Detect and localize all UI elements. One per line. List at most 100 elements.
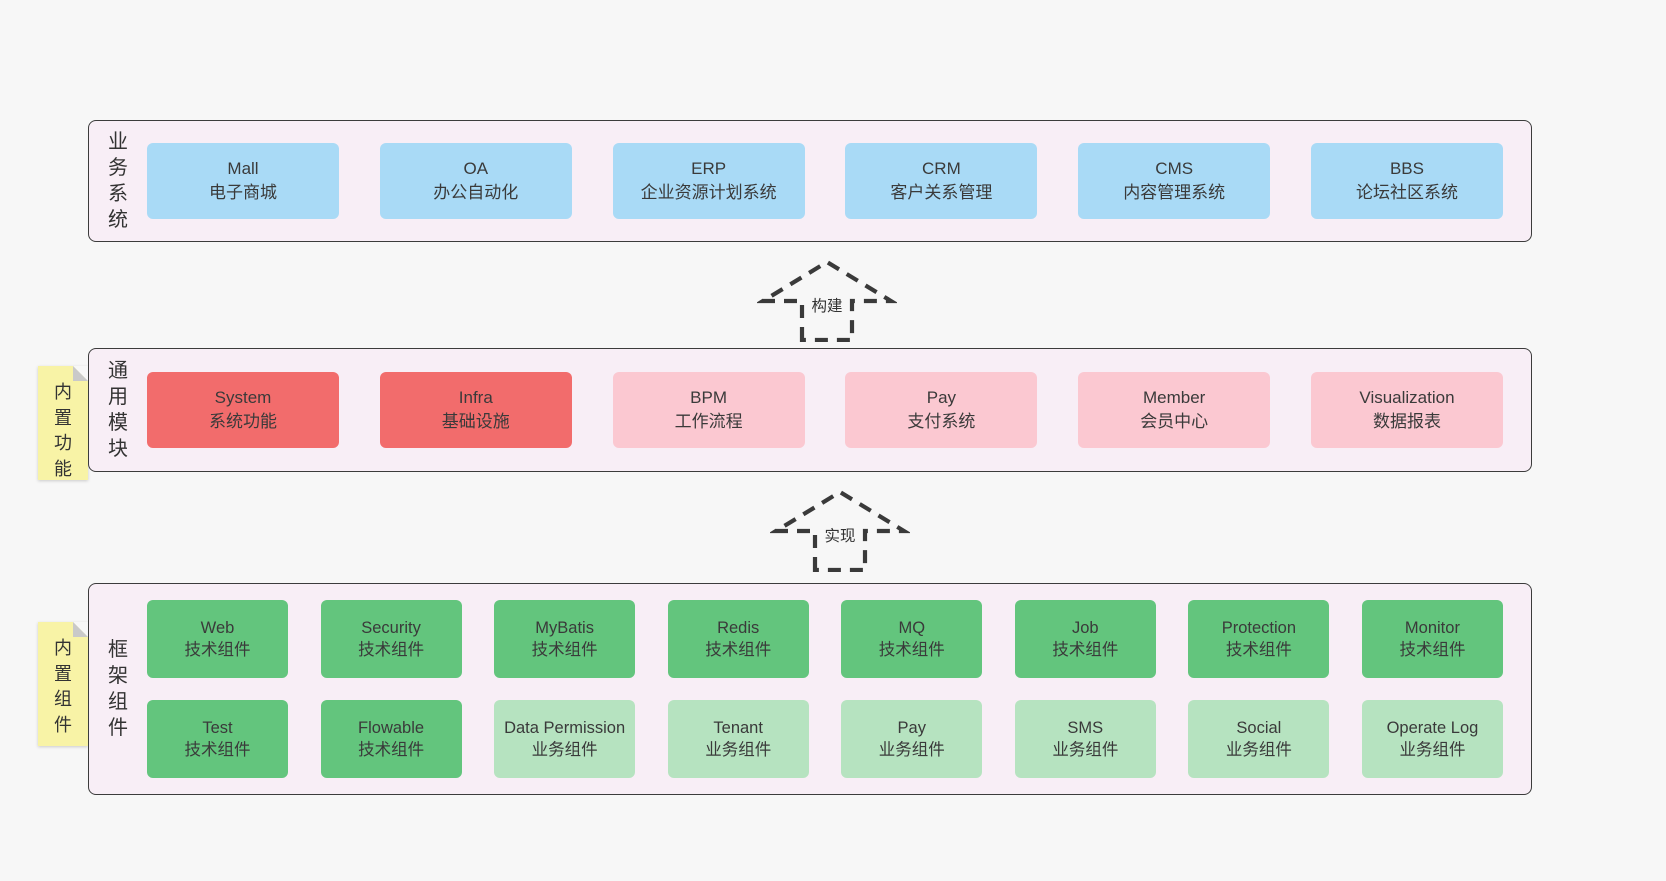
box-title: Visualization [1359, 387, 1455, 407]
box-title: Infra [458, 387, 493, 407]
box-title: SMS [1067, 718, 1104, 737]
box-subtitle: 技术组件 [184, 741, 251, 759]
builtin-components-label: 内置组件 [54, 638, 72, 735]
box-monitor: Monitor 技术组件 [1361, 600, 1503, 678]
box-subtitle: 会员中心 [1140, 412, 1209, 431]
box-subtitle: 技术组件 [531, 641, 598, 659]
box-title: Pay [926, 387, 957, 407]
box-subtitle: 基础设施 [441, 412, 510, 431]
box-title: Test [202, 718, 233, 737]
implement-arrow: 实现 [770, 486, 910, 572]
box-subtitle: 技术组件 [358, 641, 425, 659]
box-subtitle: 系统功能 [209, 412, 277, 431]
box-title: Social [1236, 718, 1282, 737]
box-title: CRM [922, 158, 961, 178]
box-flowable: Flowable 技术组件 [320, 700, 462, 778]
box-title: Protection [1221, 618, 1297, 637]
box-test: Test 技术组件 [147, 700, 288, 778]
builtin-components-sticky-note: 内置组件 [38, 622, 88, 746]
box-title: MyBatis [535, 618, 594, 637]
box-title: Tenant [713, 718, 763, 737]
box-subtitle: 数据报表 [1372, 412, 1441, 431]
box-web: Web 技术组件 [147, 600, 288, 678]
build-arrow: 构建 [757, 256, 897, 342]
box-title: OA [463, 158, 489, 178]
box-infra: Infra 基础设施 [379, 372, 572, 448]
box-subtitle: 技术组件 [1052, 641, 1119, 659]
box-title: System [214, 387, 272, 407]
box-title: Mall [227, 158, 259, 178]
box-title: Operate Log [1386, 718, 1479, 737]
box-title: Member [1143, 387, 1206, 407]
box-subtitle: 技术组件 [705, 641, 772, 659]
builtin-features-sticky-note: 内置功能 [38, 366, 88, 480]
box-system: System 系统功能 [147, 372, 339, 448]
box-operate-log: Operate Log 业务组件 [1361, 700, 1503, 778]
box-title: Data Permission [504, 718, 626, 737]
box-title: Pay [897, 718, 926, 737]
box-subtitle: 技术组件 [358, 741, 425, 759]
box-job: Job 技术组件 [1014, 600, 1156, 678]
common-modules-boxes: System 系统功能 Infra 基础设施 BPM 工作流程 Pay 支付系统… [147, 372, 1531, 448]
box-subtitle: 支付系统 [907, 412, 976, 431]
box-subtitle: 业务组件 [878, 741, 945, 759]
box-subtitle: 业务组件 [1399, 741, 1466, 759]
business-systems-section: 业务系统 Mall 电子商城 OA 办公自动化 ERP 企业资源计划系统 CRM… [88, 120, 1532, 242]
framework-row-2: Test 技术组件 Flowable 技术组件 Data Permission … [147, 700, 1503, 778]
box-sms: SMS 业务组件 [1014, 700, 1156, 778]
builtin-features-label: 内置功能 [54, 382, 72, 479]
box-subtitle: 技术组件 [184, 641, 251, 659]
box-bpm: BPM 工作流程 [612, 372, 805, 448]
box-subtitle: 技术组件 [878, 641, 945, 659]
framework-components-section: 框架组件 Web 技术组件 Security 技术组件 MyBatis 技术组件… [88, 583, 1532, 795]
box-title: Flowable [358, 718, 425, 737]
box-pay: Pay 支付系统 [845, 372, 1038, 448]
box-subtitle: 技术组件 [1225, 641, 1292, 659]
box-subtitle: 业务组件 [1225, 741, 1292, 759]
box-protection: Protection 技术组件 [1188, 600, 1330, 678]
box-subtitle: 论坛社区系统 [1355, 183, 1458, 202]
box-visualization: Visualization 数据报表 [1310, 372, 1503, 448]
up-arrow-icon [770, 489, 910, 572]
box-title: Monitor [1404, 618, 1460, 637]
box-title: ERP [691, 158, 727, 178]
box-oa: OA 办公自动化 [379, 143, 572, 219]
box-title: MQ [898, 618, 926, 637]
box-security: Security 技术组件 [320, 600, 462, 678]
box-subtitle: 企业资源计划系统 [640, 183, 777, 202]
box-redis: Redis 技术组件 [667, 600, 809, 678]
box-mall: Mall 电子商城 [147, 143, 339, 219]
box-title: Security [361, 618, 421, 637]
box-subtitle: 客户关系管理 [890, 183, 993, 202]
section-label-wrap: 框架组件 [89, 637, 147, 741]
box-subtitle: 技术组件 [1399, 641, 1466, 659]
box-cms: CMS 内容管理系统 [1078, 143, 1271, 219]
box-title: BPM [690, 387, 728, 407]
framework-components-grid: Web 技术组件 Security 技术组件 MyBatis 技术组件 Redi… [147, 600, 1531, 778]
box-member: Member 会员中心 [1078, 372, 1271, 448]
box-subtitle: 电子商城 [209, 183, 277, 202]
box-erp: ERP 企业资源计划系统 [612, 143, 805, 219]
business-systems-boxes: Mall 电子商城 OA 办公自动化 ERP 企业资源计划系统 CRM 客户关系… [147, 143, 1531, 219]
box-title: Redis [717, 618, 760, 637]
box-bbs: BBS 论坛社区系统 [1310, 143, 1503, 219]
box-subtitle: 业务组件 [531, 741, 598, 759]
box-tenant: Tenant 业务组件 [667, 700, 809, 778]
box-title: CMS [1155, 158, 1194, 178]
common-modules-label: 通用模块 [108, 360, 128, 460]
framework-row-1: Web 技术组件 Security 技术组件 MyBatis 技术组件 Redi… [147, 600, 1503, 678]
business-systems-label: 业务系统 [108, 131, 128, 231]
box-crm: CRM 客户关系管理 [845, 143, 1038, 219]
box-mybatis: MyBatis 技术组件 [494, 600, 636, 678]
section-label-wrap: 通用模块 [89, 358, 147, 462]
box-subtitle: 业务组件 [705, 741, 772, 759]
up-arrow-icon [757, 259, 897, 342]
section-label-wrap: 业务系统 [89, 129, 147, 233]
implement-arrow-label: 实现 [821, 524, 859, 547]
box-social: Social 业务组件 [1188, 700, 1330, 778]
box-subtitle: 工作流程 [674, 412, 743, 431]
box-title: Job [1072, 618, 1099, 637]
box-pay-component: Pay 业务组件 [841, 700, 983, 778]
box-data-permission: Data Permission 业务组件 [494, 700, 636, 778]
